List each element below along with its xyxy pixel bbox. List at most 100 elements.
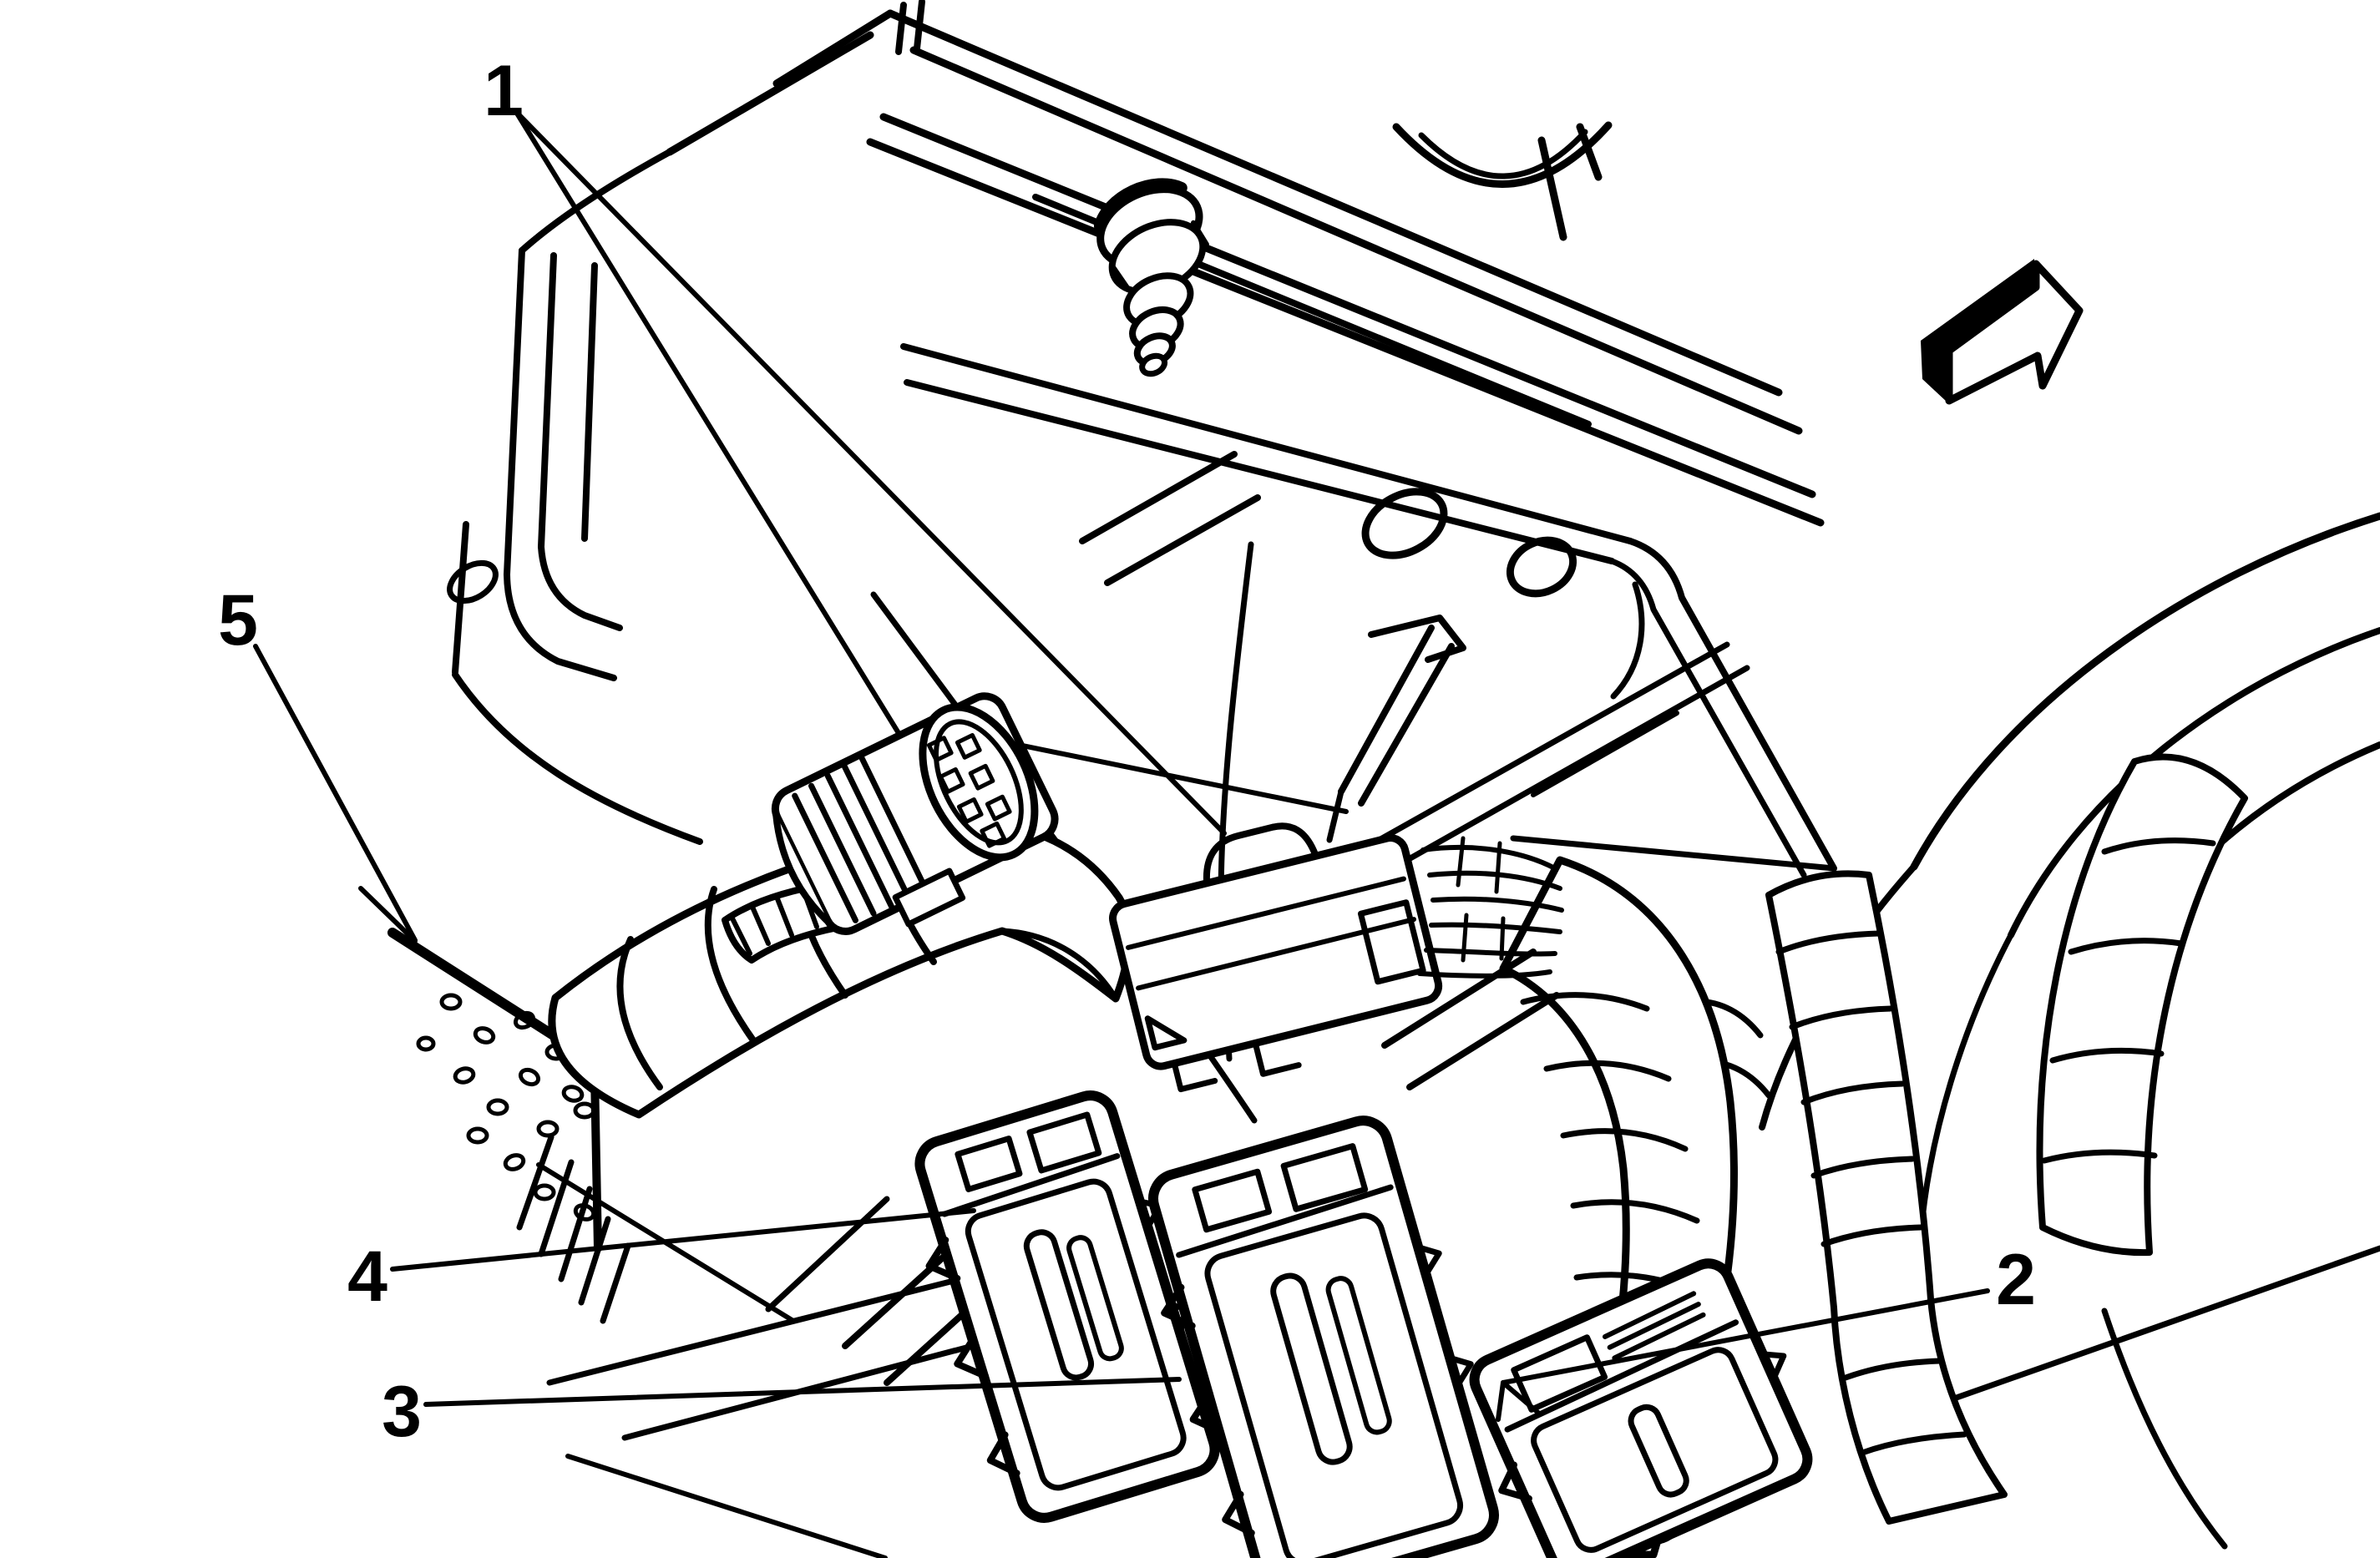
line bbox=[358, 886, 418, 943]
rib bbox=[1859, 1431, 1967, 1456]
line bbox=[504, 247, 525, 578]
line bbox=[866, 138, 1825, 527]
callout-5: 5 bbox=[218, 580, 418, 943]
line bbox=[895, 2, 907, 55]
cowl-oval-hole bbox=[447, 559, 499, 604]
tube-body bbox=[1765, 870, 2008, 1525]
connector-1a bbox=[771, 692, 1059, 935]
line bbox=[538, 252, 557, 550]
dot bbox=[439, 993, 463, 1011]
rib bbox=[704, 886, 757, 1044]
top-cutout bbox=[1280, 1143, 1369, 1212]
rib bbox=[1560, 1128, 1689, 1152]
pin-cavity bbox=[926, 736, 954, 762]
dot bbox=[466, 1126, 489, 1145]
rib bbox=[1543, 1060, 1672, 1082]
line bbox=[914, 0, 925, 52]
front-direction-arrow-icon bbox=[1921, 259, 2084, 405]
dot bbox=[573, 1101, 596, 1120]
corner-notch bbox=[1144, 1015, 1187, 1051]
line bbox=[886, 9, 1783, 397]
rib bbox=[2101, 837, 2216, 855]
tube-end-wire bbox=[999, 928, 1119, 1002]
line bbox=[538, 544, 623, 631]
side-tab bbox=[1498, 1461, 1532, 1502]
line bbox=[1910, 512, 2380, 871]
line bbox=[1392, 121, 1613, 188]
ribbed-tube-b bbox=[2036, 753, 2248, 1257]
pin-cavity bbox=[968, 763, 995, 791]
rib bbox=[1789, 1005, 1894, 1030]
insertion-direction-arrow-icon bbox=[1326, 615, 1466, 843]
wire bbox=[1427, 870, 1562, 891]
line bbox=[2008, 627, 2380, 938]
callout-label-4: 4 bbox=[347, 1237, 387, 1317]
rib bbox=[1810, 1156, 1916, 1179]
dot bbox=[518, 1067, 541, 1087]
callout-3: 3 bbox=[382, 1372, 1182, 1452]
hatch bbox=[538, 1159, 575, 1257]
panel-right-inner bbox=[1608, 558, 1807, 878]
callout-1: 1 bbox=[484, 51, 1227, 836]
panel-oval-hole-1 bbox=[1361, 488, 1448, 559]
cowl-bracket bbox=[358, 247, 703, 943]
callout-4: 4 bbox=[347, 1208, 976, 1317]
block-inner bbox=[1204, 1212, 1464, 1558]
panel-bottom-right bbox=[1510, 835, 1837, 872]
callout-label-5: 5 bbox=[218, 580, 258, 660]
dot bbox=[416, 1035, 436, 1052]
rib bbox=[774, 894, 794, 938]
panel-edge-drop bbox=[590, 1070, 602, 1252]
side-tab-right bbox=[1760, 1351, 1787, 1382]
callout-2: 2 bbox=[1496, 1240, 2036, 1422]
hatch bbox=[1079, 451, 1238, 544]
panel-flange-2 bbox=[1386, 665, 1750, 873]
callout-label-3: 3 bbox=[382, 1372, 422, 1452]
connector-face bbox=[919, 703, 1039, 862]
rib bbox=[2041, 1149, 2158, 1164]
pin-cavity bbox=[956, 797, 984, 824]
line bbox=[1537, 136, 1567, 241]
leader-line-4 bbox=[390, 1208, 976, 1272]
rib bbox=[1842, 1358, 1942, 1381]
arrow-shaft bbox=[1338, 625, 1435, 795]
leader-tip-hook bbox=[1496, 1380, 1541, 1422]
wire bbox=[1420, 844, 1557, 871]
hatch bbox=[546, 1276, 964, 1386]
connector-block-2 bbox=[1469, 1258, 1813, 1558]
rib bbox=[1520, 992, 1650, 1012]
leader-line-1a bbox=[514, 109, 901, 736]
hatch bbox=[600, 1242, 631, 1324]
bolt-tip bbox=[1139, 352, 1168, 377]
line bbox=[519, 149, 673, 254]
panel-corner-curl bbox=[1610, 581, 1645, 700]
latch-tab bbox=[892, 868, 966, 928]
pin-cavity bbox=[980, 821, 1007, 848]
side-tab bbox=[986, 1431, 1020, 1477]
arrow-extrusion bbox=[1921, 259, 2034, 402]
divider bbox=[1504, 1319, 1739, 1433]
slot bbox=[1325, 1276, 1392, 1435]
wire-rib-ticks bbox=[1456, 836, 1506, 963]
tube-body bbox=[2036, 753, 2248, 1257]
firewall-panel bbox=[900, 343, 1837, 1062]
side-tab bbox=[925, 1237, 961, 1282]
slot bbox=[1628, 1404, 1689, 1498]
ribbed-tube-a bbox=[1765, 870, 2008, 1525]
dot bbox=[453, 1066, 476, 1085]
dot bbox=[486, 1098, 509, 1116]
top-cutout bbox=[955, 1136, 1023, 1192]
side-tab bbox=[1222, 1490, 1255, 1536]
rib bbox=[1820, 1224, 1924, 1247]
line bbox=[1576, 123, 1603, 181]
dot bbox=[473, 1026, 496, 1045]
panel-top-inner bbox=[904, 379, 1615, 564]
slot bbox=[1270, 1272, 1353, 1465]
leader-line-5 bbox=[253, 644, 418, 943]
line bbox=[772, 9, 894, 88]
rib bbox=[1775, 930, 1882, 955]
rib bbox=[2068, 938, 2185, 955]
pin-cavity bbox=[955, 733, 982, 760]
pin-cavity bbox=[985, 794, 1012, 822]
